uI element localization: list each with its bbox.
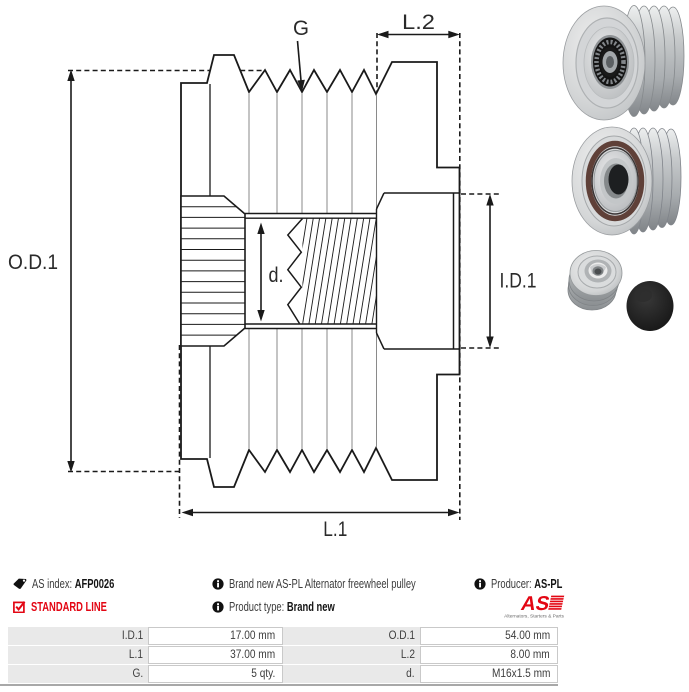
standard-line-row: STANDARD LINE [13,600,133,616]
as-index-label: AS index: [32,577,73,591]
product-type-label: Product type: [229,600,285,614]
product-photo-1 [562,5,685,121]
technical-drawing: O.D.1 G L.2 d. I.D.1 L.1 [8,11,537,541]
spec-label: I.D.1 [121,630,143,643]
producer-value: AS-PL [534,577,563,591]
product-type-value: Brand new [287,600,336,614]
bore-walls [245,209,378,333]
pulley-photo-small [567,250,623,311]
label-g: G [293,17,309,40]
spec-label: O.D.1 [388,630,415,643]
logo-as-text: AS [519,593,551,615]
label-l1: L.1 [323,518,347,541]
spec-value: 5 qty. [250,667,275,680]
spec-label: d. [406,667,415,680]
label-id1: I.D.1 [500,270,537,293]
spec-value: 54.00 mm [504,630,550,643]
table-bottom-border [0,683,558,686]
spec-label: G. [132,667,143,680]
thread-section [286,218,377,324]
hub-lines [375,192,460,350]
plastic-cap-photo [626,281,674,332]
info-icon [212,601,224,613]
description-row: Brand new AS-PL Alternator freewheel pul… [212,577,478,593]
label-d: d. [269,264,284,287]
groove-lines [248,93,377,449]
standard-line-label: STANDARD LINE [31,600,108,614]
bearing-block [180,195,246,347]
description-text: Brand new AS-PL Alternator freewheel pul… [229,577,417,591]
spec-label: L.2 [400,649,415,661]
checkbox-checked-icon [13,601,26,613]
info-icon [212,578,224,590]
as-index-value: AFP0026 [75,577,115,591]
label-od1: O.D.1 [8,251,58,274]
pulley-photo-angled [571,126,682,236]
product-type-row: Product type: Brand new [212,600,371,616]
product-photo-2 [571,126,682,236]
spec-value: M16x1.5 mm [491,667,550,680]
as-index-row: AS index: AFP0026 [13,577,142,593]
tag-icon [13,578,27,589]
spec-table-row-3: G. 5 qty. d. M16x1.5 mm [8,664,558,683]
product-photo-3 [567,250,674,332]
spec-table-row-2: L.1 37.00 mm L.2 8.00 mm [8,646,558,664]
producer-label: Producer: [491,577,533,591]
info-icon [474,578,486,590]
producer-row: Producer: AS-PL [474,577,587,593]
spec-value: 37.00 mm [229,649,275,661]
spec-label: L.1 [128,649,143,661]
spec-value: 17.00 mm [229,630,275,643]
pulley-outer-profile [180,54,461,488]
pulley-photo-front [562,5,685,121]
asp-logo: AS Alternators, Starters & Parts [498,592,573,620]
spec-value: 8.00 mm [510,649,550,661]
spec-table-row-1: I.D.1 17.00 mm O.D.1 54.00 mm [8,627,558,646]
dimension-arrows [67,30,494,517]
logo-tagline: Alternators, Starters & Parts [504,614,564,620]
label-l2: L.2 [402,11,435,34]
